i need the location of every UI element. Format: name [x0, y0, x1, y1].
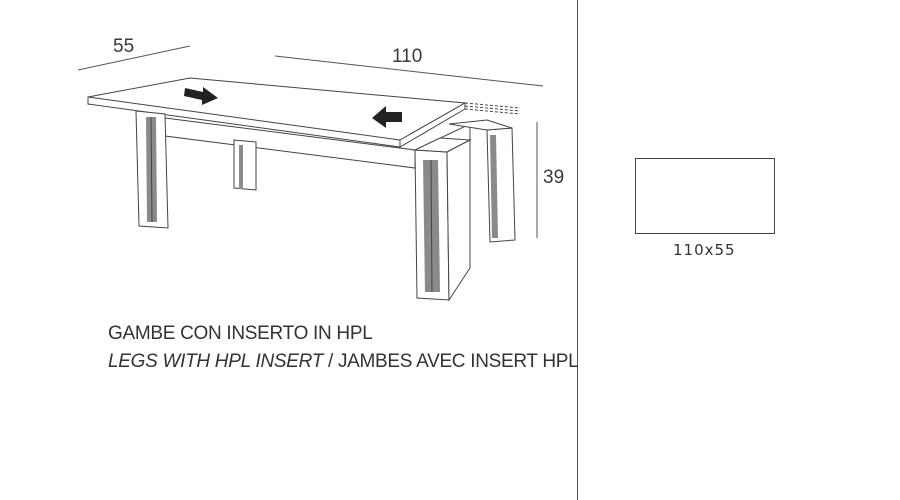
slide-in-arrow-right: [184, 87, 218, 105]
front-right-leg: [413, 137, 472, 302]
caption-separator: /: [323, 351, 338, 372]
caption: GAMBE CON INSERTO IN HPL LEGS WITH HPL I…: [108, 320, 579, 376]
depth-label: 55: [113, 36, 134, 57]
caption-line-italian: GAMBE CON INSERTO IN HPL: [108, 323, 373, 344]
panel-divider: [577, 0, 578, 500]
front-left-leg: [135, 110, 169, 229]
caption-french: JAMBES AVEC INSERT HPL: [337, 351, 579, 372]
slide-in-arrow-left: [372, 106, 402, 128]
length-dimension: 110: [274, 46, 544, 87]
back-right-leg: [448, 119, 516, 243]
plan-view-rectangle: [635, 158, 775, 234]
table-top: [87, 77, 521, 148]
depth-dimension: 55: [77, 36, 191, 71]
length-label: 110: [392, 46, 422, 67]
caption-line-translations: LEGS WITH HPL INSERT / JAMBES AVEC INSER…: [108, 348, 579, 376]
height-label: 39: [543, 167, 564, 188]
back-left-leg: [233, 139, 257, 191]
plan-size-label: 110x55: [673, 241, 736, 259]
caption-english: LEGS WITH HPL INSERT: [108, 351, 324, 372]
height-dimension: 39: [536, 122, 564, 238]
